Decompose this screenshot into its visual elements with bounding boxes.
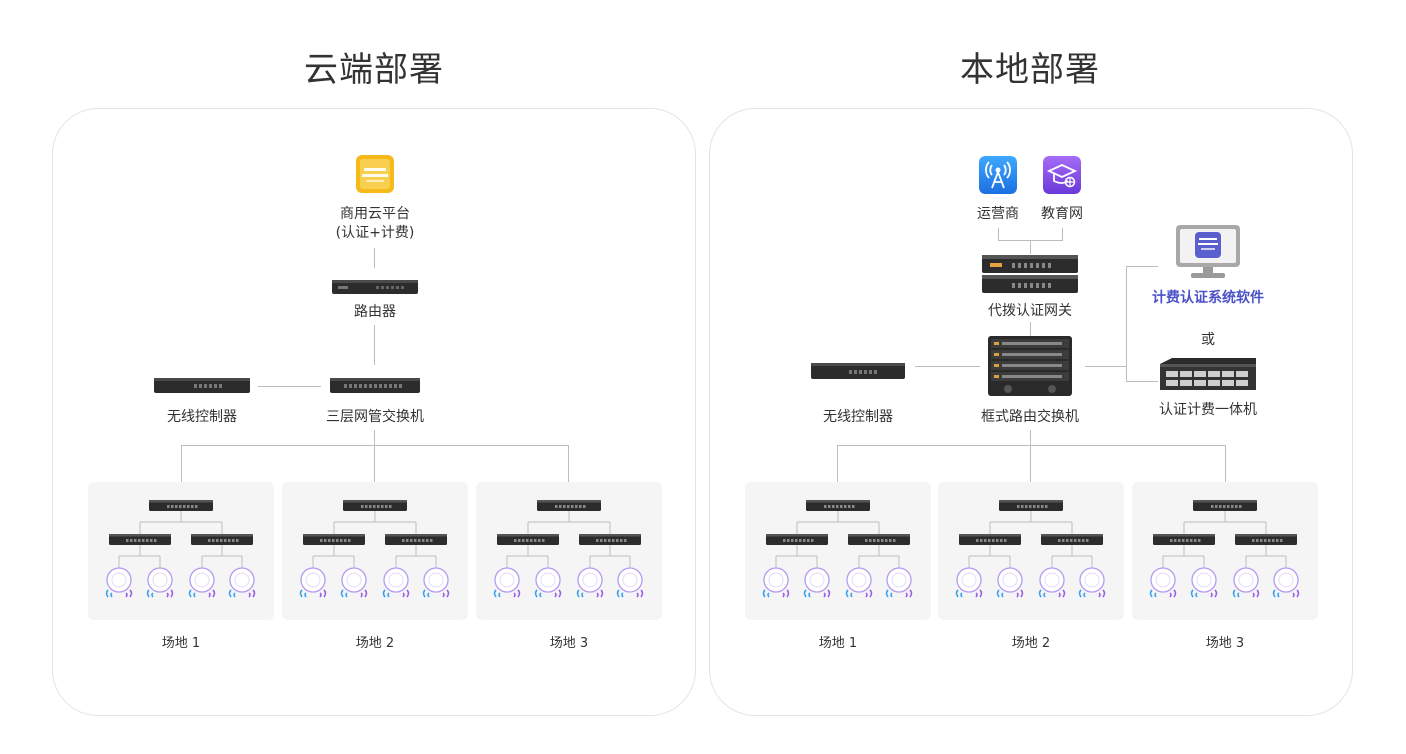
operator-label: 运营商	[977, 206, 1019, 222]
site-topology	[105, 500, 256, 598]
l3-switch-label: 三层网管交换机	[326, 409, 424, 425]
connector-line	[1225, 445, 1226, 482]
connector-line	[1030, 240, 1031, 254]
connector-line	[837, 445, 1226, 446]
connector-line	[258, 386, 321, 387]
auth-billing-appliance-label: 认证计费一体机	[1159, 402, 1257, 418]
site-box	[938, 482, 1124, 620]
proxy-auth-gateway-label: 代拨认证网关	[988, 303, 1072, 319]
connector-line	[374, 445, 375, 482]
site-box	[1132, 482, 1318, 620]
connector-line	[1126, 381, 1158, 382]
connector-line	[1085, 366, 1127, 367]
wireless-controller-label: 无线控制器	[167, 409, 237, 425]
site-topology	[955, 500, 1106, 598]
proxy-auth-gateway-device	[982, 255, 1078, 293]
cloud-platform-icon	[356, 155, 394, 193]
site-label: 场地 2	[355, 636, 395, 651]
chassis-switch-label: 框式路由交换机	[981, 409, 1079, 425]
or-label: 或	[1201, 332, 1215, 348]
site-label: 场地 1	[818, 636, 858, 651]
billing-software-label: 计费认证系统软件	[1152, 290, 1264, 306]
auth-billing-appliance-device	[1160, 358, 1256, 390]
site-topology	[493, 500, 644, 598]
connector-line	[568, 445, 569, 482]
wireless-controller-label: 无线控制器	[823, 409, 893, 425]
connector-line	[374, 325, 375, 365]
site-box	[745, 482, 931, 620]
chassis-switch-device	[988, 336, 1072, 396]
site-label: 场地 1	[161, 636, 201, 651]
left-panel-title: 云端部署	[304, 50, 444, 90]
site-topology	[1149, 500, 1300, 598]
connector-line	[1030, 430, 1031, 446]
site-box	[476, 482, 662, 620]
connector-line	[837, 445, 838, 482]
cell-tower-icon	[979, 156, 1017, 194]
site-topology	[299, 500, 450, 598]
graduation-cap-icon	[1043, 156, 1081, 194]
connector-line	[1062, 228, 1063, 240]
connector-line	[1030, 322, 1031, 336]
site-label: 场地 3	[549, 636, 589, 651]
connector-line	[374, 430, 375, 446]
wireless-controller-device	[811, 363, 905, 379]
education-network-label: 教育网	[1041, 206, 1083, 222]
site-label: 场地 3	[1205, 636, 1245, 651]
connector-line	[374, 248, 375, 268]
connector-line	[181, 445, 569, 446]
router-label: 路由器	[354, 304, 396, 320]
connector-line	[998, 228, 999, 240]
site-topology	[762, 500, 913, 598]
cloud-platform-sublabel: (认证+计费)	[335, 225, 415, 241]
wireless-controller-device	[154, 378, 250, 393]
right-panel-title: 本地部署	[960, 50, 1100, 90]
connector-line	[1126, 266, 1158, 267]
router-device	[332, 280, 418, 294]
site-box	[88, 482, 274, 620]
site-box	[282, 482, 468, 620]
site-label: 场地 2	[1011, 636, 1051, 651]
l3-switch-device	[330, 378, 420, 393]
connector-line	[1030, 445, 1031, 482]
connector-line	[181, 445, 182, 482]
connector-line	[915, 366, 980, 367]
cloud-platform-label: 商用云平台	[340, 206, 410, 222]
monitor-icon	[1176, 225, 1240, 278]
connector-line	[1126, 266, 1127, 382]
